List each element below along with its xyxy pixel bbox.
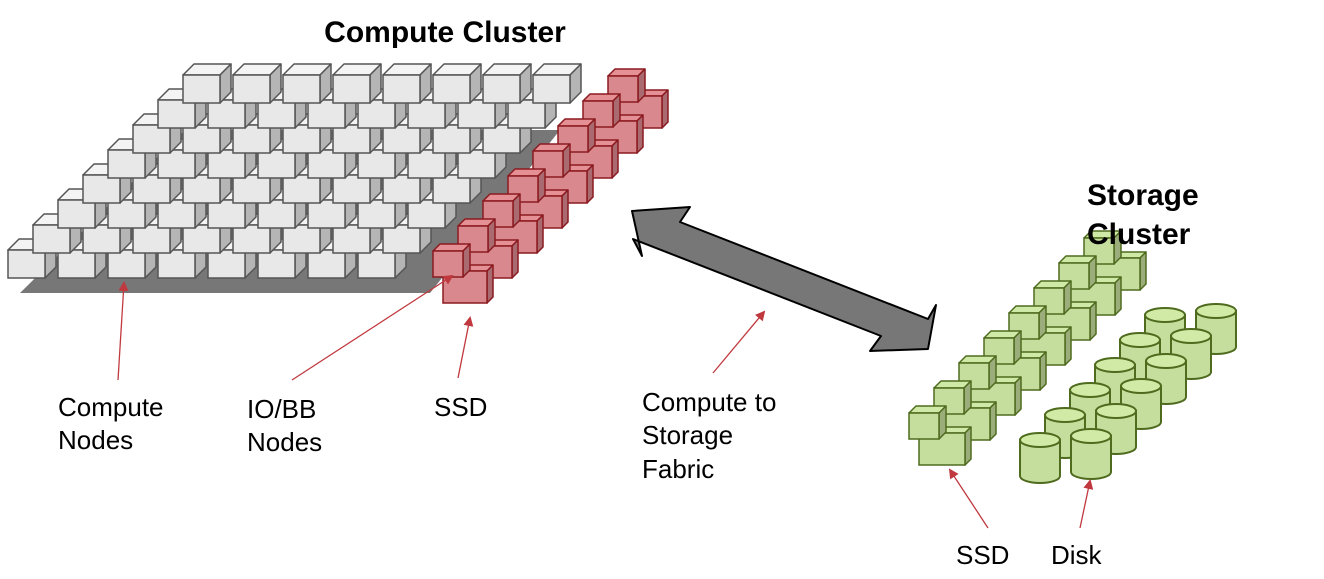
io-bb-node-icon [557, 118, 596, 153]
compute-nodes-group [7, 63, 582, 279]
fabric-label-line2: Storage [642, 420, 733, 450]
compute-node-icon [482, 63, 532, 104]
compute-nodes-label-line2: Nodes [58, 425, 133, 455]
io-bb-nodes-label-line2: Nodes [247, 427, 322, 457]
disk-icon [1019, 432, 1061, 484]
io-bb-node-icon [582, 93, 621, 128]
compute-node-icon [282, 63, 332, 104]
storage-disk-group [1019, 303, 1237, 484]
io-bb-nodes-pointer [291, 274, 454, 381]
fabric-label-line3: Fabric [642, 454, 714, 484]
fabric-pointer [712, 310, 766, 374]
fabric-label-line1: Compute to [642, 387, 776, 417]
fabric-double-arrow [631, 206, 937, 352]
storage-ssd-icon [908, 405, 947, 440]
ssd-storage-pointer [948, 468, 989, 529]
io-bb-node-icon [457, 218, 496, 253]
compute-node-icon [232, 63, 282, 104]
io-bb-node-icon [432, 243, 471, 278]
storage-ssd-icon [1058, 255, 1097, 290]
storage-ssd-icon [933, 380, 972, 415]
storage-ssd-icon [1033, 280, 1072, 315]
compute-node-icon [532, 63, 582, 104]
compute-nodes-label-line1: Compute [58, 392, 164, 422]
storage-ssd-icon [1083, 230, 1122, 265]
disk-label: Disk [1051, 540, 1103, 570]
storage-ssd-icon [918, 426, 972, 466]
disk-pointer [1079, 479, 1094, 529]
compute-node-icon [432, 63, 482, 104]
compute-node-icon [182, 63, 232, 104]
compute-nodes-pointer [117, 281, 129, 381]
storage-cluster-title-line1: Storage [1087, 179, 1199, 212]
storage-ssd-group [908, 230, 1147, 466]
io-bb-node-icon [482, 193, 521, 228]
compute-cluster-title: Compute Cluster [324, 16, 566, 49]
ssd-compute-pointer [457, 316, 474, 379]
ssd-storage-label: SSD [956, 540, 1009, 570]
storage-cluster-title-line2: Cluster [1087, 218, 1191, 251]
ssd-compute-label: SSD [434, 392, 487, 422]
compute-node-icon [382, 63, 432, 104]
io-bb-nodes-group [432, 68, 669, 304]
io-bb-nodes-label-line1: IO/BB [247, 394, 316, 424]
compute-node-icon [332, 63, 382, 104]
disk-icon [1070, 428, 1112, 480]
